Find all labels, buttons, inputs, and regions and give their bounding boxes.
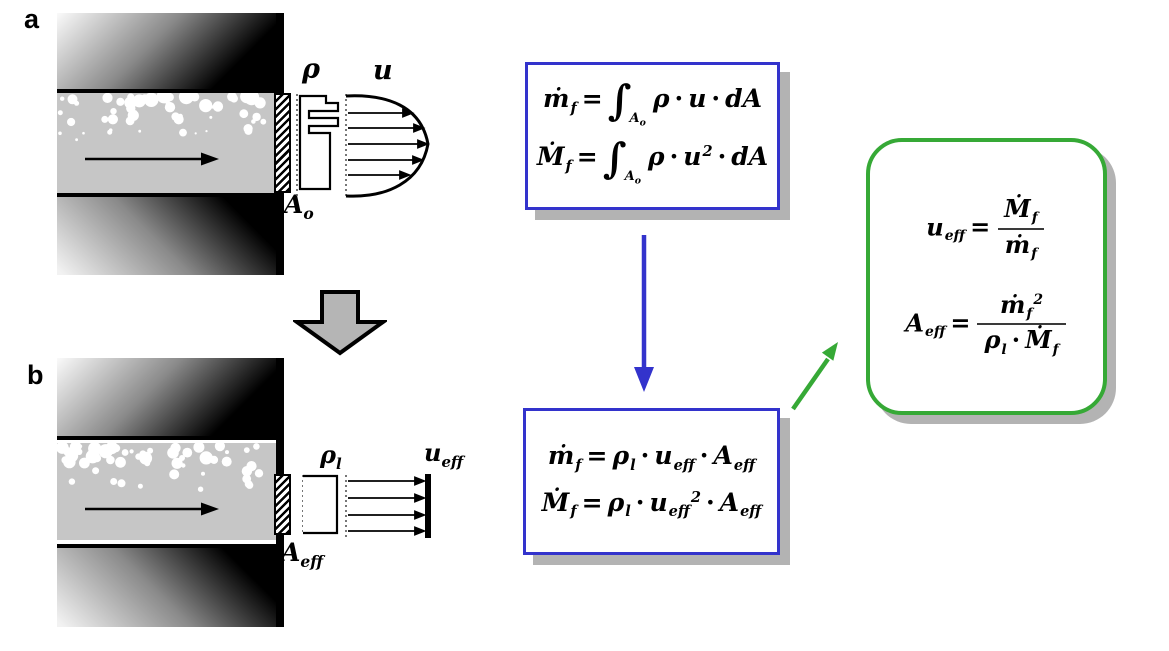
effective-equations-box: ṁf=ρl·ueff·Aeff Ṁf=ρl·ueff2·Aeff	[523, 408, 780, 555]
panel-a-top-wall	[57, 13, 277, 93]
panel-b-effective-area-label: Aeff	[281, 538, 324, 571]
panel-b-top-wall	[57, 358, 277, 440]
panel-b-uniform-velocity-profile	[345, 474, 431, 538]
panel-a-orifice-hatch	[274, 93, 291, 193]
panel-b-channel	[57, 443, 276, 540]
panel-a-density-label: ρ	[302, 54, 320, 85]
momentum-flux-integral-equation: Ṁf=∫Aoρ·u2·dA	[536, 133, 769, 187]
panel-b-bottom-wall	[57, 544, 277, 627]
panel-b-effective-velocity-label: ueff	[424, 438, 464, 471]
blue-down-arrow	[634, 235, 654, 392]
panel-a-orifice-area-label: Ao	[284, 190, 314, 223]
panel-a-density-profile	[296, 94, 340, 196]
panel-transition-arrow	[293, 290, 387, 356]
panel-a-bottom-wall	[57, 193, 277, 275]
mass-flux-effective-equation: ṁf=ρl·ueff·Aeff	[547, 441, 756, 474]
flow-arrow	[85, 502, 219, 516]
panel-a-velocity-profile	[345, 94, 430, 198]
integral-equations-box: ṁf=∫Aoρ·u·dA Ṁf=∫Aoρ·u2·dA	[525, 62, 780, 210]
mass-flux-integral-equation: ṁf=∫Aoρ·u·dA	[542, 75, 763, 129]
panel-b-bubbles-and-flow	[57, 443, 264, 516]
bubbles	[57, 93, 267, 142]
panel-a-channel	[57, 93, 276, 193]
panel-a-velocity-label: u	[373, 55, 393, 86]
green-up-right-arrow	[791, 342, 838, 411]
flow-arrow	[85, 152, 219, 166]
panel-b-density-profile	[302, 474, 339, 535]
panel-b-effective-orifice-hatch	[274, 474, 291, 535]
panel-a-label: a	[24, 4, 40, 34]
panel-a-bubbles-and-flow	[57, 93, 267, 166]
panel-b-label: b	[27, 360, 44, 390]
momentum-flux-effective-equation: Ṁf=ρl·ueff2·Aeff	[541, 487, 762, 520]
panel-b-density-label: ρl	[320, 440, 342, 473]
bubbles	[57, 443, 264, 492]
